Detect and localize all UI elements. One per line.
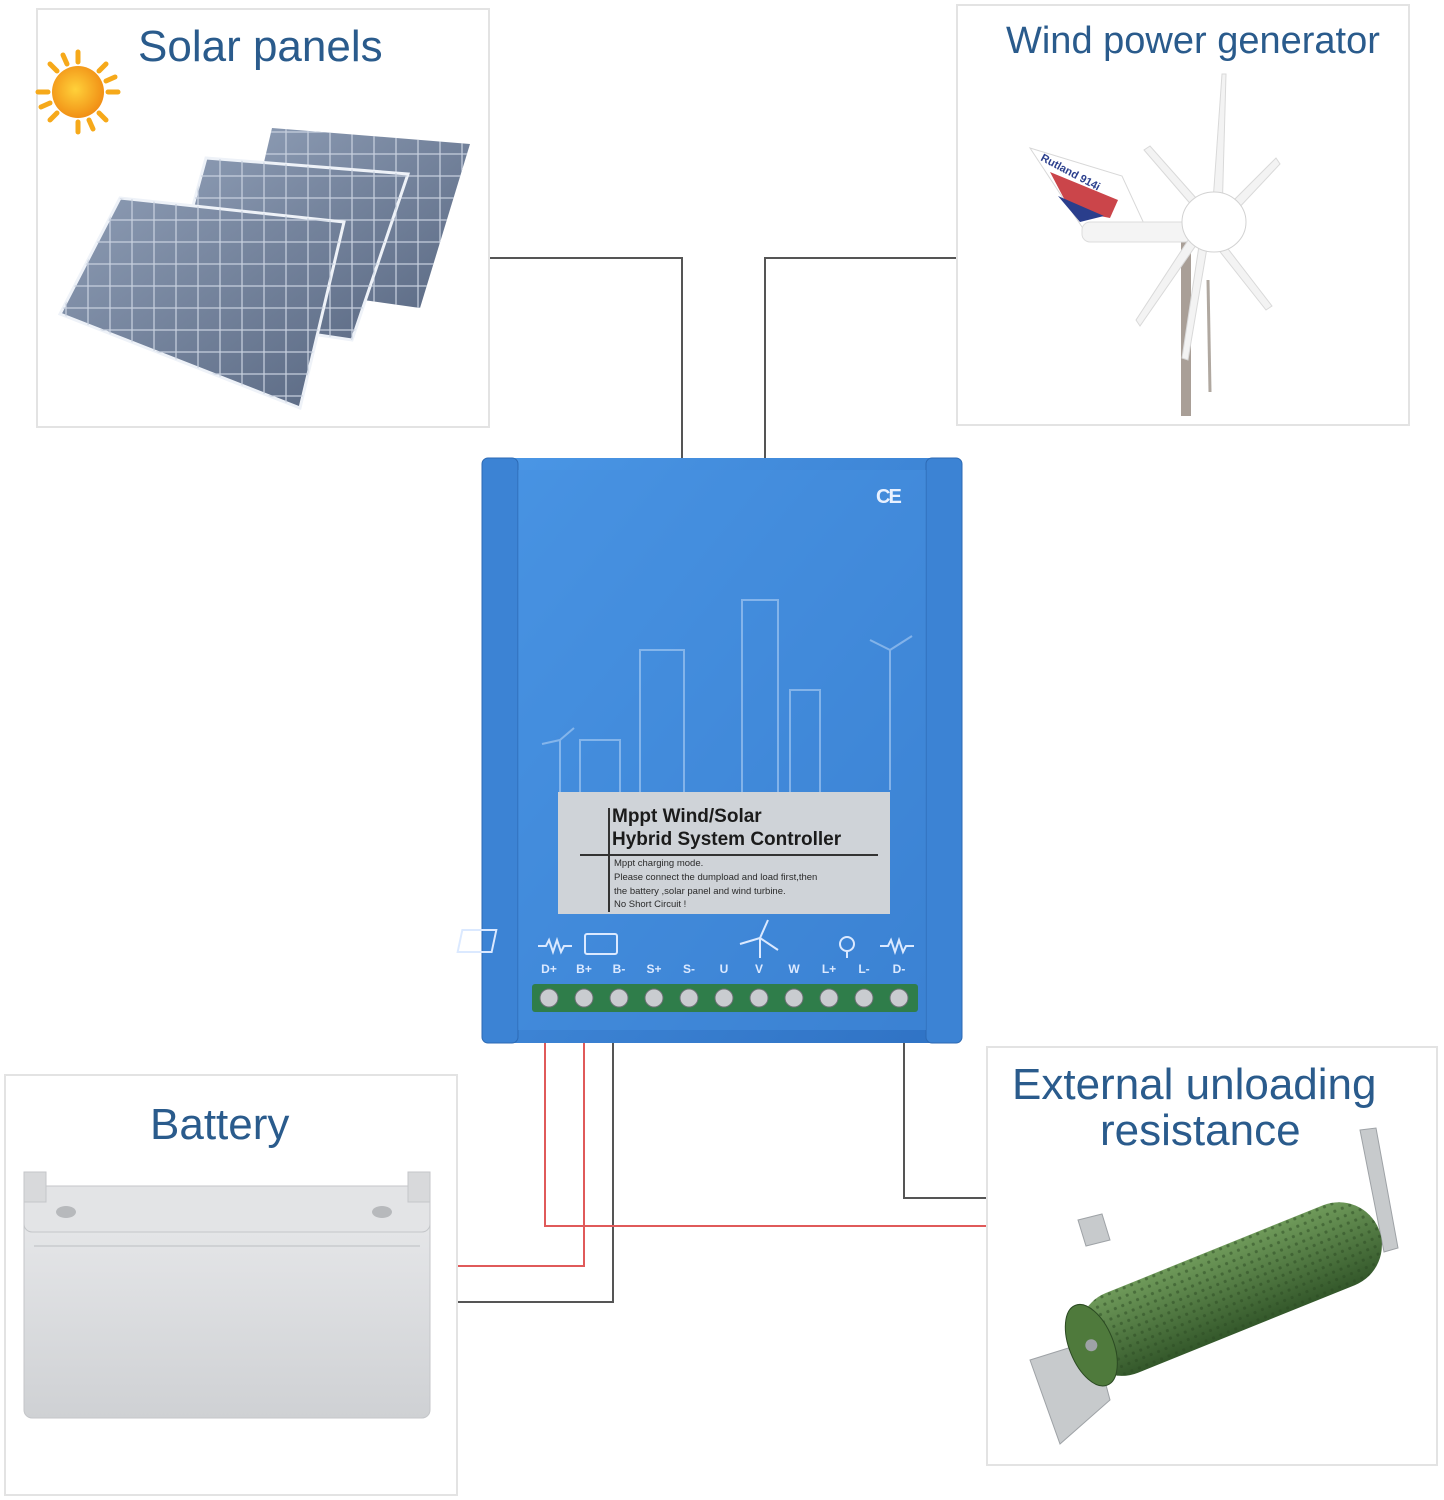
controller-note-4: No Short Circuit ! [614, 899, 687, 910]
battery-wires [458, 1040, 614, 1303]
solar-wire [490, 257, 683, 460]
resistance-wires [544, 1040, 986, 1227]
battery-illustration [23, 1171, 431, 1419]
battery-title: Battery [150, 1100, 290, 1149]
wind-wire [764, 257, 956, 460]
controller-note-1: Mppt charging mode. [614, 858, 704, 869]
resistance-title-line1: External unloading [1012, 1060, 1377, 1109]
terminal-label-u: U [719, 962, 729, 976]
terminal-label-d-minus: D- [892, 962, 906, 976]
terminal-label-l-minus: L- [858, 962, 870, 976]
load-bulb-icon [839, 936, 855, 958]
terminal-label-s-plus: S+ [646, 962, 662, 976]
terminal-label-w: W [788, 962, 800, 976]
controller-label-card: Mppt Wind/Solar Hybrid System Controller… [558, 792, 890, 914]
wind-generator-title: Wind power generator [1006, 20, 1380, 62]
solar-panels-title: Solar panels [138, 22, 383, 71]
controller-label-line2: Hybrid System Controller [612, 829, 842, 850]
label-divider-vertical [608, 808, 610, 912]
controller-note-3: the battery ,solar panel and wind turbin… [614, 886, 786, 897]
resistor-illustration [1029, 1127, 1399, 1445]
terminal-label-v: V [754, 962, 763, 976]
dump-load-resistor-icon [538, 936, 572, 956]
terminal-label-b-minus: B- [612, 962, 626, 976]
terminal-labels: D+ B+ B- S+ S- U V W L+ L- D- [532, 962, 922, 980]
controller-label-line1: Mppt Wind/Solar [612, 806, 762, 827]
solar-terminal-icon [456, 929, 498, 953]
dump-load-resistor-icon-2 [880, 936, 914, 956]
resistance-title-line2: resistance [1100, 1106, 1301, 1155]
ce-mark: CE [876, 486, 902, 508]
terminal-label-s-minus: S- [683, 962, 695, 976]
terminal-label-b-plus: B+ [576, 962, 592, 976]
controller-note-2: Please connect the dumpload and load fir… [614, 872, 818, 883]
solar-panels-illustration [57, 128, 470, 411]
terminal-label-d-plus: D+ [541, 962, 557, 976]
sun-icon [35, 49, 121, 135]
wind-terminal-icon [739, 919, 779, 958]
wind-turbine-illustration: Rutland 914i [1028, 73, 1281, 416]
label-divider-horizontal [580, 854, 878, 856]
battery-terminal-icon [584, 933, 618, 955]
hybrid-controller [456, 457, 963, 1044]
terminal-screws [539, 988, 909, 1008]
terminal-label-l-plus: L+ [821, 962, 837, 976]
